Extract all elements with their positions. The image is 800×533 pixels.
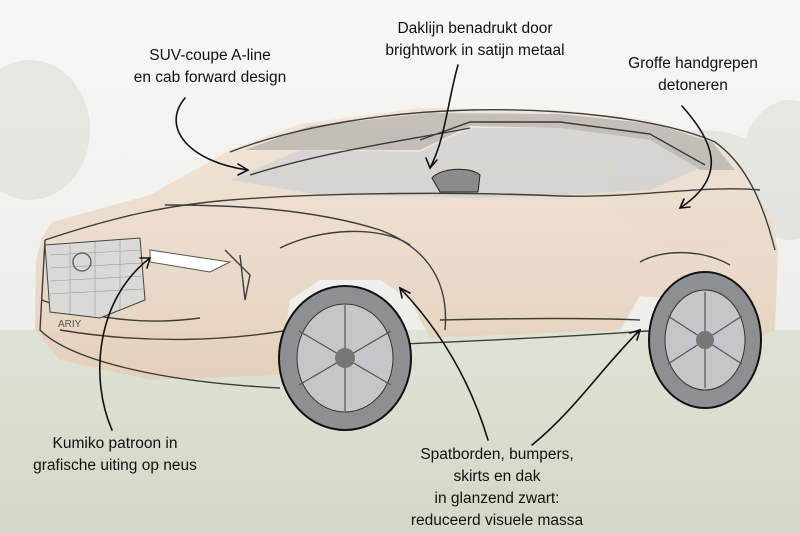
plate-text: ARIY <box>58 319 82 330</box>
annotation-leaders <box>99 64 713 446</box>
leader-suv-coupe <box>175 97 249 171</box>
brand-logo-icon <box>72 252 92 272</box>
annotation-suv-coupe-line-1: SUV-coupe A-line <box>149 47 271 64</box>
leader-suv-coupe-arrow <box>237 163 250 176</box>
rear-wheel <box>648 271 762 409</box>
leader-handles-arrow <box>678 198 691 209</box>
leader-black-parts-2-arrow <box>629 328 642 341</box>
annotation-roofline: Daklijn benadrukt door brightwork in sat… <box>360 18 590 62</box>
front-wheel <box>278 285 412 431</box>
annotation-black-parts-line-4: reduceerd visuele massa <box>410 512 584 529</box>
sketch-outlines <box>39 109 776 389</box>
annotation-suv-coupe: SUV-coupe A-line en cab forward design <box>105 45 315 89</box>
leader-kumiko-arrow <box>139 257 152 269</box>
annotation-black-parts-line-2: skirts en dak <box>453 468 541 485</box>
side-mirror <box>431 168 481 193</box>
annotation-handles-line-2: detoneren <box>658 77 728 94</box>
annotation-roofline-line-2: brightwork in satijn metaal <box>385 42 565 59</box>
front-grille <box>44 237 146 319</box>
leader-black-parts-2 <box>531 329 641 446</box>
leader-roofline <box>429 64 459 169</box>
annotation-handles-line-1: Groffe handgrepen <box>628 55 758 72</box>
leader-black-parts-1 <box>399 287 489 441</box>
annotation-roofline-line-1: Daklijn benadrukt door <box>397 20 553 37</box>
leader-black-parts-1-arrow <box>398 286 411 299</box>
leader-roofline-arrow <box>425 157 438 170</box>
roof-black <box>245 113 735 170</box>
annotation-kumiko-line-1: Kumiko patroon in <box>52 435 178 452</box>
annotation-black-parts-line-1: Spatborden, bumpers, <box>420 446 574 463</box>
annotation-suv-coupe-line-2: en cab forward design <box>133 69 287 86</box>
annotation-kumiko: Kumiko patroon in grafische uiting op ne… <box>10 433 220 477</box>
annotation-black-parts-line-3: in glanzend zwart: <box>434 490 560 507</box>
annotation-black-parts: Spatborden, bumpers, skirts en dak in gl… <box>392 444 602 532</box>
annotation-handles: Groffe handgrepen detoneren <box>608 53 778 97</box>
window-glass <box>230 128 700 198</box>
leader-handles <box>679 105 713 209</box>
leader-kumiko <box>99 257 151 431</box>
annotation-kumiko-line-2: grafische uiting op neus <box>33 457 197 474</box>
